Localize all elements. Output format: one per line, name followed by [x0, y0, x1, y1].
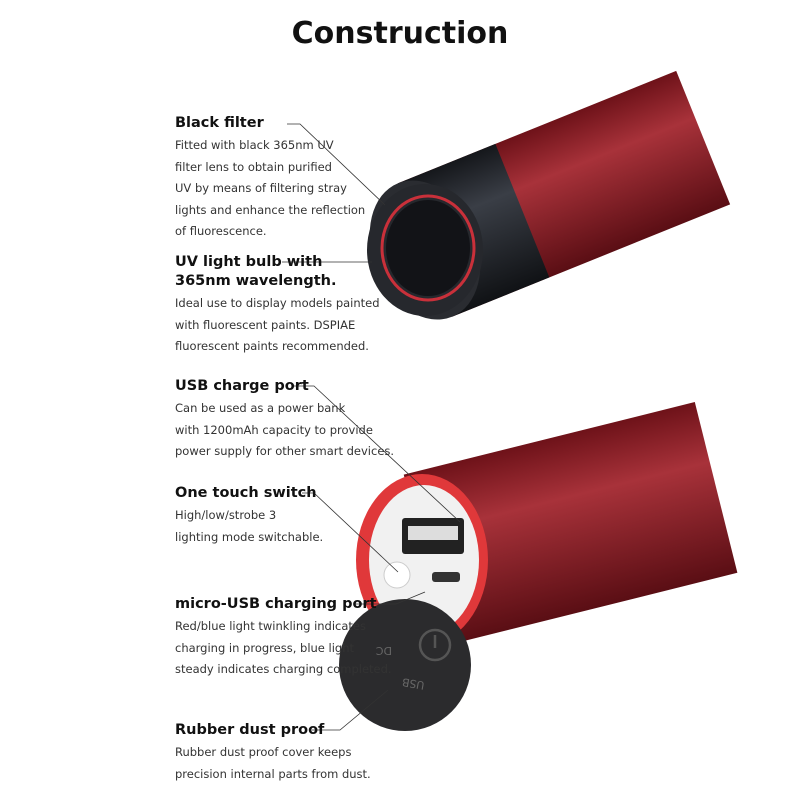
- flashlight-uv-end: [367, 70, 731, 320]
- desc-line: steady indicates charging completed.: [175, 662, 392, 676]
- feature-heading: micro-USB charging port: [175, 596, 377, 612]
- leader-micro-usb: [355, 591, 426, 605]
- desc-line: with 1200mAh capacity to provide: [175, 422, 373, 437]
- desc-line: Fitted with black 365nm UV: [175, 138, 334, 152]
- desc-line: fluorescent paints recommended.: [175, 339, 369, 353]
- flashlight-port-end: DC USB: [339, 402, 738, 731]
- page-title: Construction: [291, 16, 509, 51]
- leader-switch: [302, 492, 399, 573]
- black-filter-lens: [386, 200, 470, 296]
- feature-description: Can be used as a power bank with 1200mAh…: [175, 398, 394, 463]
- feature-rubber-dust-proof: Rubber dust proof Rubber dust proof cove…: [175, 721, 371, 785]
- feature-heading: Black filter: [175, 115, 264, 131]
- power-icon: [418, 628, 452, 662]
- leader-rubber: [312, 689, 389, 731]
- leader-lines: [282, 123, 461, 731]
- feature-heading: Rubber dust proof: [175, 722, 325, 738]
- leader-black-filter: [287, 123, 386, 206]
- feature-description: Ideal use to display models painted with…: [175, 293, 380, 358]
- desc-line: charging in progress, blue light: [175, 640, 355, 655]
- desc-line: lighting mode switchable.: [175, 529, 324, 544]
- red-ring: [380, 194, 476, 302]
- desc-line: filter lens to obtain purified: [175, 159, 332, 174]
- feature-black-filter: Black filter Fitted with black 365nm UV …: [175, 114, 365, 243]
- rubber-cap: [339, 599, 471, 731]
- feature-description: Fitted with black 365nm UV filter lens t…: [175, 135, 365, 243]
- feature-uv-bulb: UV light bulb with 365nm wavelength. Ide…: [175, 253, 380, 358]
- switch-button: [383, 561, 411, 589]
- feature-heading: USB charge port: [175, 378, 309, 394]
- feature-heading: One touch switch: [175, 485, 317, 501]
- desc-line: of fluorescence.: [175, 224, 267, 238]
- desc-line: Red/blue light twinkling indicates: [175, 619, 366, 633]
- desc-line: Can be used as a power bank: [175, 401, 346, 415]
- feature-description: Red/blue light twinkling indicates charg…: [175, 616, 392, 681]
- leader-usb-port: [292, 385, 461, 523]
- feature-one-touch-switch: One touch switch High/low/strobe 3 light…: [175, 484, 323, 548]
- desc-line: lights and enhance the reflection: [175, 202, 366, 217]
- cap-label-dc: DC: [376, 644, 392, 657]
- desc-line: power supply for other smart devices.: [175, 444, 395, 458]
- feature-heading: UV light bulb with: [175, 254, 323, 270]
- feature-heading-line2: 365nm wavelength.: [175, 273, 337, 289]
- feature-micro-usb-port: micro-USB charging port Red/blue light t…: [175, 595, 392, 681]
- desc-line: Ideal use to display models painted: [175, 296, 380, 310]
- feature-description: High/low/strobe 3 lighting mode switchab…: [175, 505, 323, 548]
- micro-usb-port: [432, 572, 460, 582]
- desc-line: Rubber dust proof cover keeps: [175, 745, 352, 759]
- cap-label-usb: USB: [401, 675, 426, 692]
- desc-line: precision internal parts from dust.: [175, 766, 371, 781]
- desc-line: High/low/strobe 3: [175, 508, 277, 522]
- feature-usb-charge-port: USB charge port Can be used as a power b…: [175, 377, 394, 463]
- desc-line: UV by means of filtering stray: [175, 181, 347, 195]
- feature-description: Rubber dust proof cover keeps precision …: [175, 742, 371, 785]
- desc-line: with fluorescent paints. DSPIAE: [175, 317, 356, 332]
